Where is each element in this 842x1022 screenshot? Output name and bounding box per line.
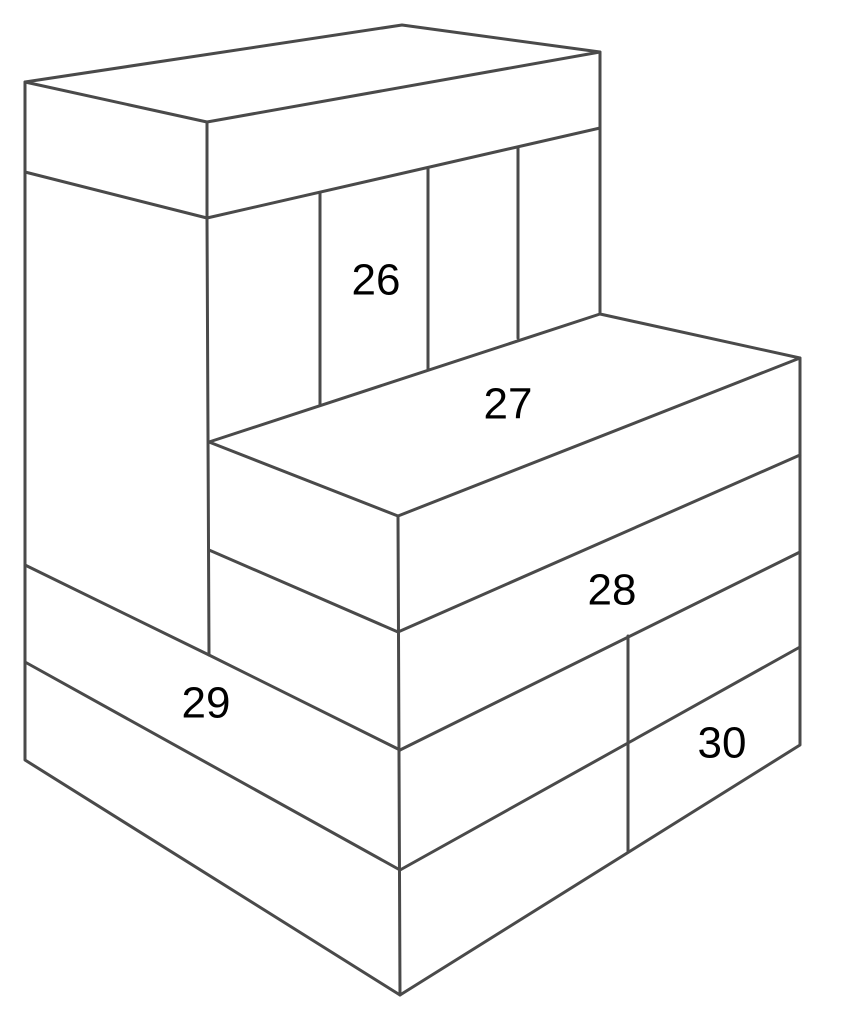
label-block-28: 28	[588, 566, 637, 615]
left-face-layer-1	[23, 563, 402, 752]
top-slab-bottom-edge	[23, 126, 602, 220]
lower-tier-front-corner	[396, 514, 402, 997]
label-block-27: 27	[484, 380, 533, 429]
top-slab-front-top-edge	[23, 50, 602, 124]
right-face-layer-1	[207, 453, 802, 634]
lower-tier-top-back-edge	[207, 312, 602, 444]
label-block-30: 30	[698, 719, 747, 768]
left-face-layer-2	[23, 660, 402, 872]
label-block-29: 29	[182, 679, 231, 728]
label-block-26: 26	[352, 256, 401, 305]
left-column-inner-edge	[205, 216, 211, 657]
right-face-layer-2	[398, 550, 802, 752]
